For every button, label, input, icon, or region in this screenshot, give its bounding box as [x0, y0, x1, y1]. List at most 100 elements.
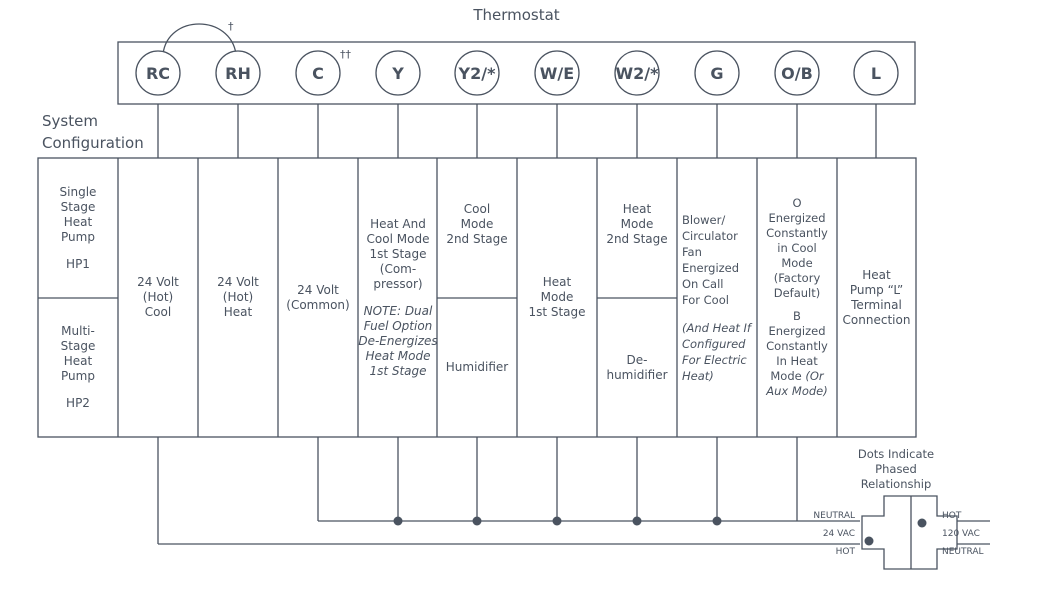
- junction-dot-g: [712, 516, 722, 526]
- cell-y: Heat And Cool Mode 1st Stage (Com- press…: [358, 158, 438, 437]
- terminal-rh: [215, 50, 261, 96]
- terminal-label-g: G: [710, 64, 723, 83]
- cell-l: Heat Pump “L” Terminal Connection: [837, 158, 916, 437]
- cell-line: 1st Stage: [369, 246, 427, 261]
- cell-line: Mode: [460, 217, 494, 231]
- cell-note-line: For Electric: [682, 352, 747, 367]
- dots-note-line: Phased: [875, 462, 917, 476]
- cell-note-line: Fuel Option: [363, 318, 433, 333]
- transformer-symbol: [861, 495, 958, 570]
- cell-line: Energized: [768, 324, 826, 338]
- junction-dot-y2: [472, 516, 482, 526]
- terminal-label-l: L: [871, 64, 881, 83]
- cell-line: Heat And: [370, 216, 426, 231]
- cell-line: (Common): [286, 297, 350, 312]
- cell-line: 1st Stage: [528, 305, 586, 319]
- terminal-label-y2: Y2/*: [458, 64, 497, 83]
- cell-note-line: 1st Stage: [369, 363, 427, 378]
- terminal-drop-wires: [157, 104, 877, 158]
- cell-line: Terminal: [851, 297, 902, 312]
- dots-indicate-note: Dots Indicate Phased Relationship: [846, 447, 946, 492]
- cell-line: Mode: [540, 290, 574, 304]
- terminal-l: [853, 50, 899, 96]
- junction-dot-y: [393, 516, 403, 526]
- cell-line: Cool: [144, 305, 172, 319]
- dots-note-line: Dots Indicate: [857, 447, 935, 461]
- cell-line: B: [793, 309, 801, 323]
- dagger-mark: †: [228, 20, 234, 33]
- cell-fragment: (Or: [805, 369, 824, 383]
- cell-line: Fan: [682, 244, 702, 259]
- cell-line: Pump “L”: [849, 282, 904, 297]
- cell-line: De-: [626, 352, 648, 367]
- terminal-y: [375, 50, 421, 96]
- cell-note-line: (And Heat If: [682, 320, 751, 335]
- cell-line: 24 Volt: [297, 282, 339, 297]
- cell-line: Heat: [63, 214, 93, 229]
- terminal-label-rh: RH: [225, 64, 251, 83]
- cell-line: On Call: [682, 276, 724, 291]
- cell-w2-bottom: De- humidifier: [597, 298, 677, 437]
- cell-y2-bottom: Humidifier: [437, 298, 517, 437]
- terminal-label-we: W/E: [540, 64, 574, 83]
- cell-rh: 24 Volt (Hot) Heat: [198, 158, 278, 437]
- label-120vac: 120 VAC: [942, 529, 980, 539]
- cell-fragment: Mode: [770, 369, 806, 383]
- cell-note-line: Aux Mode): [766, 384, 828, 398]
- junction-dot-w2: [632, 516, 642, 526]
- cell-line: Heat: [63, 354, 93, 368]
- terminal-c: [295, 50, 341, 96]
- cell-note-line: Heat): [682, 368, 714, 383]
- terminal-we: [534, 50, 580, 96]
- cell-line: 2nd Stage: [446, 232, 508, 246]
- cell-line: Energized: [682, 260, 740, 275]
- thermostat-title: Thermostat: [473, 6, 560, 24]
- terminal-ob: [774, 50, 820, 96]
- cell-line: HP1: [66, 256, 90, 271]
- cell-line: pressor): [373, 276, 423, 291]
- cell-c: 24 Volt (Common): [278, 158, 358, 437]
- cell-w2-top: Heat Mode 2nd Stage: [597, 158, 677, 298]
- cell-line: Heat: [622, 202, 652, 216]
- cell-line: Multi-: [61, 324, 95, 338]
- terminal-rc: [135, 50, 181, 96]
- cell-line: Stage: [60, 339, 96, 353]
- cell-multi-stage-heat-pump: Multi- Stage Heat Pump HP2: [38, 298, 118, 437]
- cell-note-line: De-Energizes: [358, 333, 438, 348]
- cell-line: Mode (Or: [757, 369, 837, 384]
- cell-line: Stage: [60, 199, 96, 214]
- cell-line: (Com-: [379, 261, 417, 276]
- cell-line: Mode: [781, 256, 813, 270]
- label-hot-120v: HOT: [942, 511, 962, 521]
- terminal-label-c: C: [312, 64, 324, 83]
- terminal-g: [694, 50, 740, 96]
- cell-ob: O Energized Constantly in Cool Mode (Fac…: [757, 158, 837, 437]
- cell-y2-top: Cool Mode 2nd Stage: [437, 158, 517, 298]
- cell-line: For Cool: [682, 292, 729, 307]
- terminal-w2: [614, 50, 660, 96]
- cell-line: 2nd Stage: [606, 232, 668, 246]
- rc-rh-jumper: [162, 23, 237, 55]
- phase-dot-secondary: [864, 536, 874, 546]
- double-dagger-mark: ††: [340, 48, 352, 61]
- cell-line: Default): [773, 286, 821, 300]
- cell-line: Energized: [768, 211, 826, 225]
- label-24vac: 24 VAC: [823, 529, 855, 539]
- cell-note-line: NOTE: Dual: [363, 303, 433, 318]
- cell-line: O: [792, 196, 802, 210]
- label-neutral-120v: NEUTRAL: [942, 547, 984, 557]
- phase-dot-primary: [917, 518, 927, 528]
- terminal-label-y: Y: [391, 64, 404, 83]
- cell-single-stage-heat-pump: Single Stage Heat Pump HP1: [38, 158, 118, 298]
- cell-line: HP2: [66, 396, 90, 410]
- cell-line: 24 Volt: [217, 275, 259, 289]
- cell-line: (Hot): [222, 290, 254, 304]
- cell-line: Heat: [542, 275, 572, 289]
- dots-note-line: Relationship: [860, 477, 932, 491]
- cell-g: Blower/ Circulator Fan Energized On Call…: [677, 158, 757, 437]
- cell-line: Blower/: [682, 212, 726, 227]
- terminal-label-rc: RC: [146, 64, 170, 83]
